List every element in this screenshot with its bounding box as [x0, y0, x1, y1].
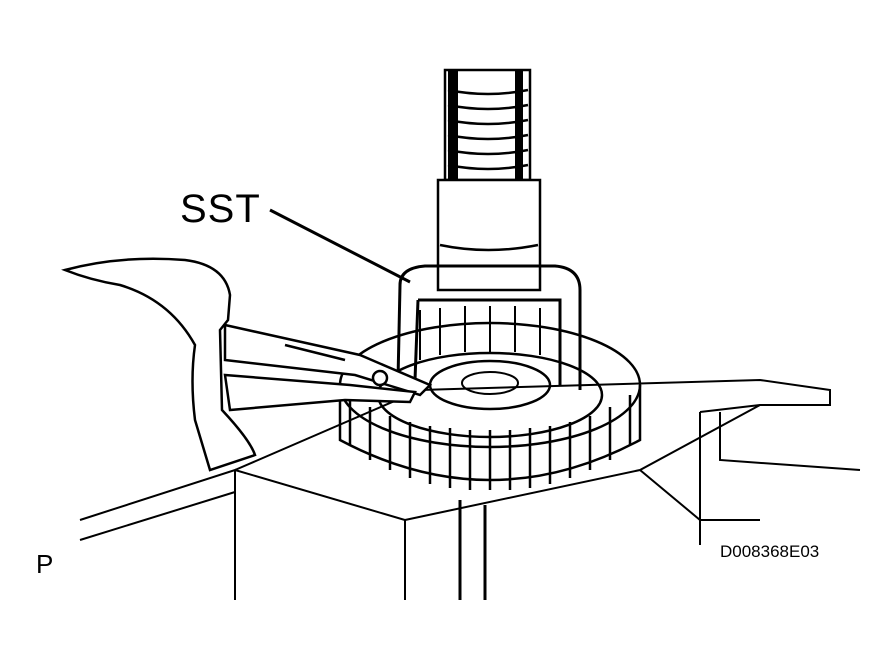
press-shaft	[436, 68, 542, 292]
snap-ring-pliers	[223, 323, 433, 412]
sst-label: SST	[180, 187, 261, 231]
sst-leader-line	[269, 208, 411, 284]
workbench	[79, 378, 861, 600]
figure-code-label: D008368E03	[720, 542, 819, 561]
clutch-drum	[338, 306, 642, 490]
sst-frame	[396, 264, 582, 390]
hand	[61, 257, 257, 472]
view-marker-label: P	[36, 549, 53, 579]
